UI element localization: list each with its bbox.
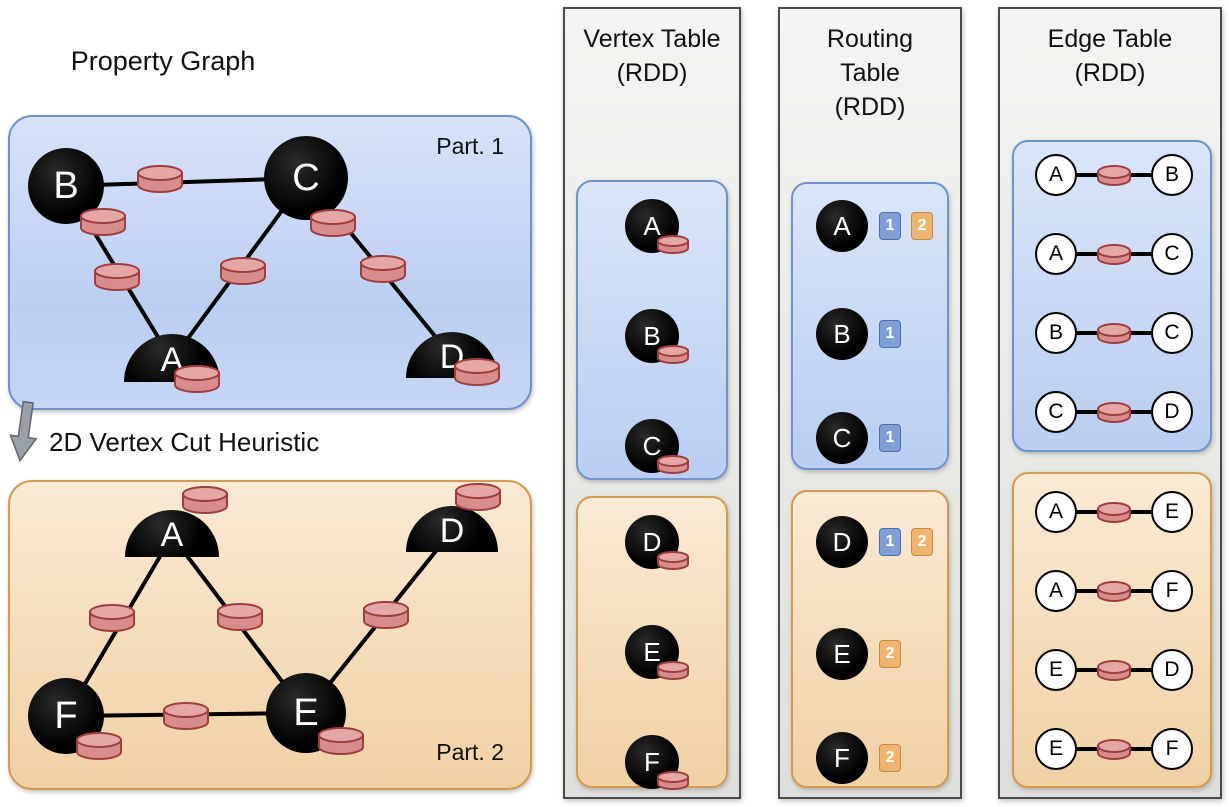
edge-table-dst-vertex-CD: D xyxy=(1151,391,1193,433)
edge-table-dst-vertex-AC: C xyxy=(1151,233,1193,275)
vertex-table-cylinder-B xyxy=(656,344,690,365)
property-cylinder-icon xyxy=(1097,659,1131,681)
routing-badge-C-part1: 1 xyxy=(879,424,901,452)
vertex-cut-caption: 2D Vertex Cut Heuristic xyxy=(8,398,319,464)
property-cylinder-icon xyxy=(657,770,689,790)
property-graph-title: Property Graph xyxy=(70,46,256,76)
vertex-table-vertex-A: A xyxy=(625,199,679,253)
property-cylinder-icon xyxy=(1097,322,1131,344)
edge-table-dst-vertex-AB: B xyxy=(1151,154,1193,196)
edge-table-dst-vertex-EF: F xyxy=(1151,728,1193,770)
heuristic-label: 2D Vertex Cut Heuristic xyxy=(49,427,320,457)
property-cylinder-icon xyxy=(1097,580,1131,602)
routing-badge-D-part1: 1 xyxy=(879,528,901,556)
edge-table-cylinder-BC xyxy=(1096,322,1132,345)
edge-table-cylinder-AC xyxy=(1096,243,1132,266)
vertex-table-vertex-E: E xyxy=(625,625,679,679)
routing-badge-D-part2: 2 xyxy=(911,528,933,556)
edge-table-cylinder-AE xyxy=(1096,501,1132,524)
vertex-table-cylinder-F xyxy=(656,770,690,791)
property-cylinder-icon xyxy=(1097,401,1131,423)
routing-table-vertex-D: D xyxy=(816,516,868,568)
edge-table-dst-vertex-BC: C xyxy=(1151,312,1193,354)
vertex-table-vertex-C: C xyxy=(625,419,679,473)
edge-table-src-vertex-AF: A xyxy=(1035,570,1077,612)
edge-table-src-vertex-AB: A xyxy=(1035,154,1077,196)
property-cylinder-icon xyxy=(657,550,689,570)
routing-badge-A-part2: 2 xyxy=(911,212,933,240)
property-cylinder-icon xyxy=(1097,164,1131,186)
routing-badge-E-part2: 2 xyxy=(879,640,901,668)
edge-table-src-vertex-BC: B xyxy=(1035,312,1077,354)
edge-table-dst-vertex-AE: E xyxy=(1151,491,1193,533)
property-cylinder-icon xyxy=(657,660,689,680)
edge-table-src-vertex-CD: C xyxy=(1035,391,1077,433)
routing-badge-B-part1: 1 xyxy=(879,320,901,348)
partition-2-box: Part. 2 xyxy=(8,480,532,790)
partition-2-label: Part. 2 xyxy=(436,739,504,765)
property-cylinder-icon xyxy=(657,344,689,364)
vertex-table-cylinder-A xyxy=(656,234,690,255)
edge-table-dst-vertex-AF: F xyxy=(1151,570,1193,612)
down-arrow-icon xyxy=(9,400,38,463)
partition-1-label: Part. 1 xyxy=(436,133,504,159)
routing-table-vertex-F: F xyxy=(816,732,868,784)
routing-table-title: Routing Table (RDD) xyxy=(826,25,914,121)
vertex-table-cylinder-D xyxy=(656,550,690,571)
edge-table-src-vertex-EF: E xyxy=(1035,728,1077,770)
routing-table-vertex-B: B xyxy=(816,308,868,360)
edge-table-cylinder-AB xyxy=(1096,164,1132,187)
property-cylinder-icon xyxy=(657,234,689,254)
routing-table-vertex-C: C xyxy=(816,412,868,464)
edge-table-src-vertex-AC: A xyxy=(1035,233,1077,275)
edge-table-src-vertex-ED: E xyxy=(1035,649,1077,691)
routing-table-vertex-E: E xyxy=(816,628,868,680)
edge-table-cylinder-ED xyxy=(1096,659,1132,682)
property-cylinder-icon xyxy=(1097,738,1131,760)
property-cylinder-icon xyxy=(1097,501,1131,523)
routing-badge-F-part2: 2 xyxy=(879,744,901,772)
edge-table-src-vertex-AE: A xyxy=(1035,491,1077,533)
edge-table-cylinder-CD xyxy=(1096,401,1132,424)
edge-table-cylinder-AF xyxy=(1096,580,1132,603)
vertex-table-cylinder-E xyxy=(656,660,690,681)
property-cylinder-icon xyxy=(1097,243,1131,265)
routing-badge-A-part1: 1 xyxy=(879,212,901,240)
partition-1-box: Part. 1 xyxy=(8,115,532,410)
edge-table-dst-vertex-ED: D xyxy=(1151,649,1193,691)
property-cylinder-icon xyxy=(657,454,689,474)
vertex-table-title: Vertex Table (RDD) xyxy=(583,25,721,87)
edge-table-cylinder-EF xyxy=(1096,738,1132,761)
routing-table-vertex-A: A xyxy=(816,200,868,252)
vertex-table-cylinder-C xyxy=(656,454,690,475)
edge-table-title: Edge Table (RDD) xyxy=(1047,25,1173,87)
